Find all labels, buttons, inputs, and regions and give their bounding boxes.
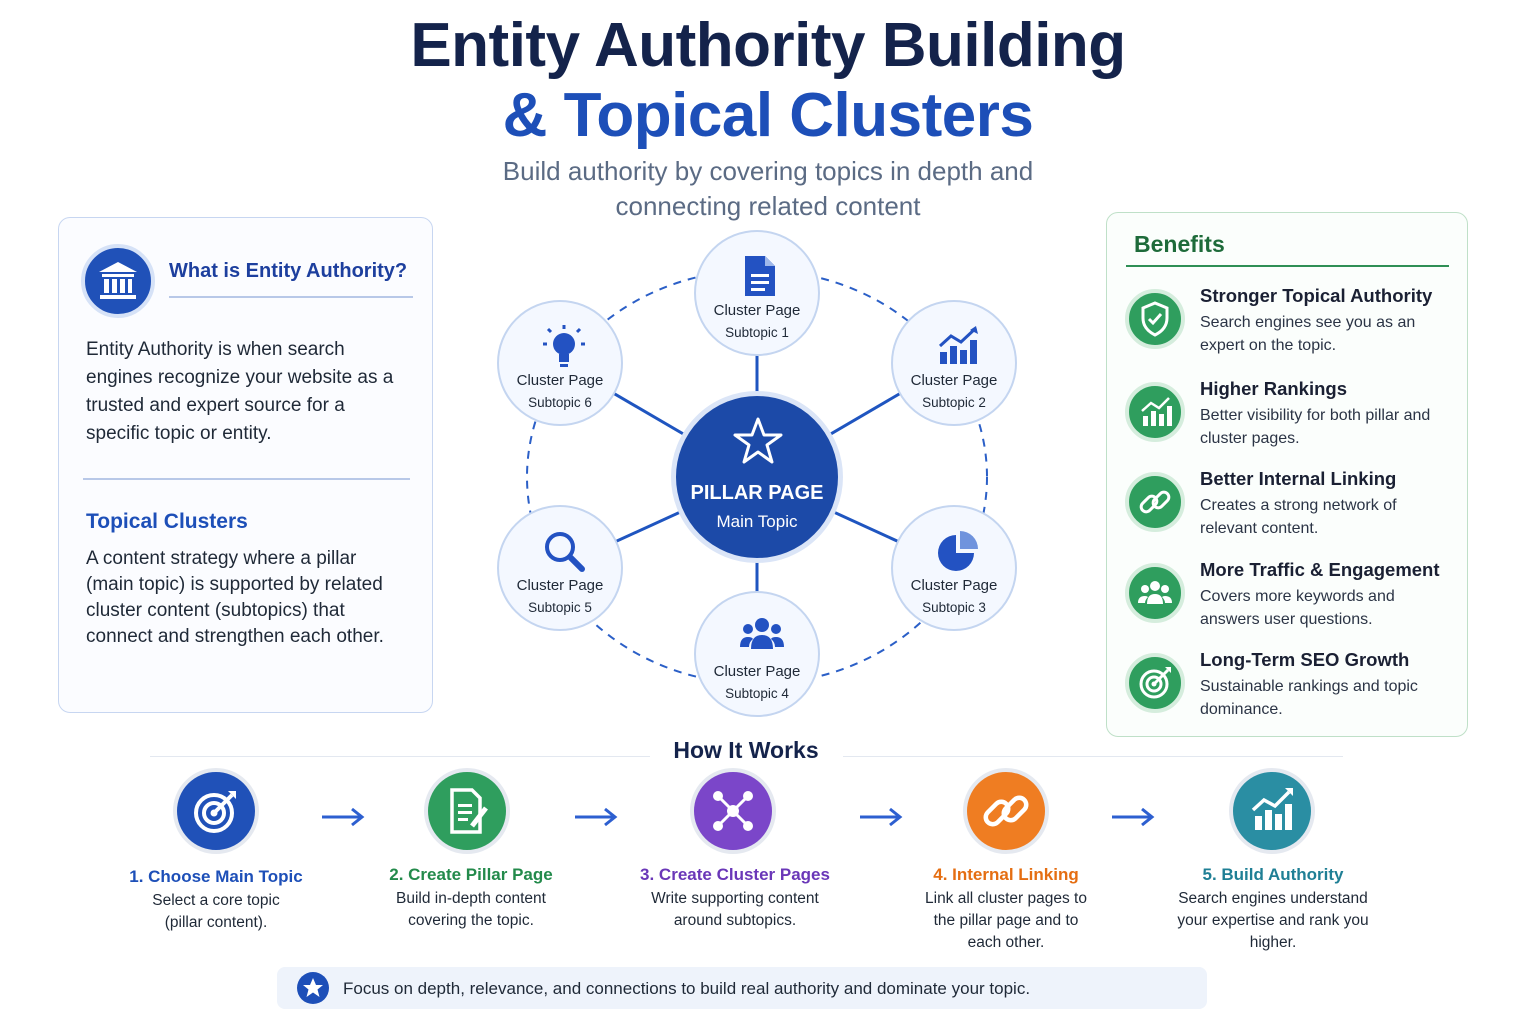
shield-check-icon: [1125, 289, 1185, 349]
benefit-description: Better visibility for both pillar and cl…: [1200, 407, 1431, 447]
cluster-node-subtopic-2: Cluster Page Subtopic 2: [891, 300, 1017, 426]
node-subtopic: Subtopic 3: [922, 600, 986, 615]
star-icon: [733, 417, 783, 464]
node-label: Cluster Page: [910, 372, 998, 389]
link-icon: [963, 768, 1049, 854]
footer-banner: Focus on depth, relevance, and connectio…: [277, 967, 1207, 1009]
benefit-item: Long-Term SEO Growth Sustainable ranking…: [1125, 649, 1455, 729]
benefit-title: Better Internal Linking: [1200, 468, 1397, 489]
lightbulb-icon: [543, 325, 585, 367]
arrow-icon: [1112, 807, 1155, 827]
benefit-title: Long-Term SEO Growth: [1200, 649, 1410, 670]
cluster-node-subtopic-6: Cluster Page Subtopic 6: [497, 300, 623, 426]
topical-clusters-description: A content strategy where a pillar (main …: [86, 548, 384, 647]
page-title-line2: & Topical Clusters: [502, 81, 1034, 150]
bar-chart-icon: [938, 326, 978, 364]
divider: [83, 478, 410, 480]
benefit-description: Covers more keywords and answers user qu…: [1200, 588, 1395, 628]
benefit-description: Creates a strong network of relevant con…: [1200, 497, 1397, 537]
topical-clusters-heading: Topical Clusters: [86, 510, 248, 533]
benefit-description: Sustainable rankings and topic dominance…: [1200, 678, 1418, 718]
step-title: 2. Create Pillar Page: [389, 865, 553, 884]
divider: [1126, 265, 1449, 267]
benefit-item: Stronger Topical Authority Search engine…: [1125, 285, 1455, 365]
benefit-title: More Traffic & Engagement: [1200, 559, 1440, 580]
node-label: Cluster Page: [713, 302, 801, 319]
divider: [169, 296, 413, 298]
divider: [150, 756, 650, 757]
pillar-page-subtitle: Main Topic: [716, 512, 798, 531]
cluster-node-subtopic-1: Cluster Page Subtopic 1: [694, 230, 820, 356]
pillar-cluster-diagram: Cluster Page Subtopic 1 Cluster Page Sub…: [480, 220, 1040, 730]
step-choose-main-topic: 1. Choose Main Topic Select a core topic…: [86, 768, 346, 938]
step-title: 1. Choose Main Topic: [129, 867, 303, 886]
node-subtopic: Subtopic 5: [528, 600, 592, 615]
rising-chart-icon: [1125, 382, 1185, 442]
what-is-entity-authority-heading: What is Entity Authority?: [169, 260, 408, 282]
step-title: 3. Create Cluster Pages: [640, 865, 830, 884]
benefit-item: Higher Rankings Better visibility for bo…: [1125, 378, 1455, 458]
node-subtopic: Subtopic 1: [725, 325, 789, 340]
pie-chart-icon: [938, 531, 978, 571]
step-create-pillar-page: 2. Create Pillar Page Build in-depth con…: [341, 768, 601, 938]
users-icon: [1125, 563, 1185, 623]
target-icon: [173, 768, 259, 854]
link-icon: [1125, 472, 1185, 532]
network-icon: [690, 768, 776, 854]
step-build-authority: 5. Build Authority Search engines unders…: [1143, 768, 1403, 958]
arrow-icon: [322, 807, 365, 827]
benefits-title: Benefits: [1134, 231, 1225, 257]
entity-authority-description: Entity Authority is when search engines …: [86, 339, 394, 444]
node-subtopic: Subtopic 4: [725, 686, 789, 701]
step-description: Search engines understand your expertise…: [1177, 890, 1369, 951]
document-edit-icon: [424, 768, 510, 854]
step-description: Select a core topic (pillar content).: [152, 892, 280, 931]
arrow-icon: [575, 807, 618, 827]
page-subtitle: Build authority by covering topics in de…: [502, 156, 1034, 221]
bank-building-icon: [81, 244, 155, 318]
benefit-title: Stronger Topical Authority: [1200, 285, 1433, 306]
document-icon: [745, 256, 775, 296]
node-label: Cluster Page: [713, 663, 801, 680]
node-subtopic: Subtopic 2: [922, 395, 986, 410]
users-icon: [740, 618, 784, 649]
benefits-panel: Benefits Stronger Topical Authority Sear…: [1106, 212, 1468, 737]
node-label: Cluster Page: [910, 577, 998, 594]
step-description: Write supporting content around subtopic…: [651, 890, 819, 929]
step-description: Build in-depth content covering the topi…: [396, 890, 546, 929]
step-title: 4. Internal Linking: [933, 865, 1079, 884]
divider: [843, 756, 1343, 757]
step-description: Link all cluster pages to the pillar pag…: [925, 890, 1087, 951]
entity-authority-panel: What is Entity Authority? Entity Authori…: [58, 217, 433, 713]
step-title: 5. Build Authority: [1202, 865, 1344, 884]
rising-chart-icon: [1229, 768, 1315, 854]
page-title-line1: Entity Authority Building: [410, 11, 1126, 80]
node-subtopic: Subtopic 6: [528, 395, 592, 410]
cluster-node-subtopic-3: Cluster Page Subtopic 3: [891, 505, 1017, 631]
step-create-cluster-pages: 3. Create Cluster Pages Write supporting…: [605, 768, 865, 938]
target-icon: [1125, 653, 1185, 713]
benefit-item: Better Internal Linking Creates a strong…: [1125, 468, 1455, 548]
search-icon: [545, 532, 585, 572]
benefit-item: More Traffic & Engagement Covers more ke…: [1125, 559, 1455, 639]
cluster-node-subtopic-4: Cluster Page Subtopic 4: [694, 591, 820, 717]
cluster-node-subtopic-5: Cluster Page Subtopic 5: [497, 505, 623, 631]
pillar-page-label: PILLAR PAGE: [690, 482, 824, 504]
star-icon: [297, 972, 329, 1004]
node-label: Cluster Page: [516, 372, 604, 389]
how-it-works-title: How It Works: [673, 737, 819, 763]
footer-text: Focus on depth, relevance, and connectio…: [343, 979, 1031, 998]
arrow-icon: [860, 807, 903, 827]
node-label: Cluster Page: [516, 577, 604, 594]
benefit-description: Search engines see you as an expert on t…: [1200, 314, 1416, 354]
step-internal-linking: 4. Internal Linking Link all cluster pag…: [876, 768, 1136, 958]
pillar-page-node: PILLAR PAGE Main Topic: [671, 391, 843, 563]
benefit-title: Higher Rankings: [1200, 378, 1347, 399]
